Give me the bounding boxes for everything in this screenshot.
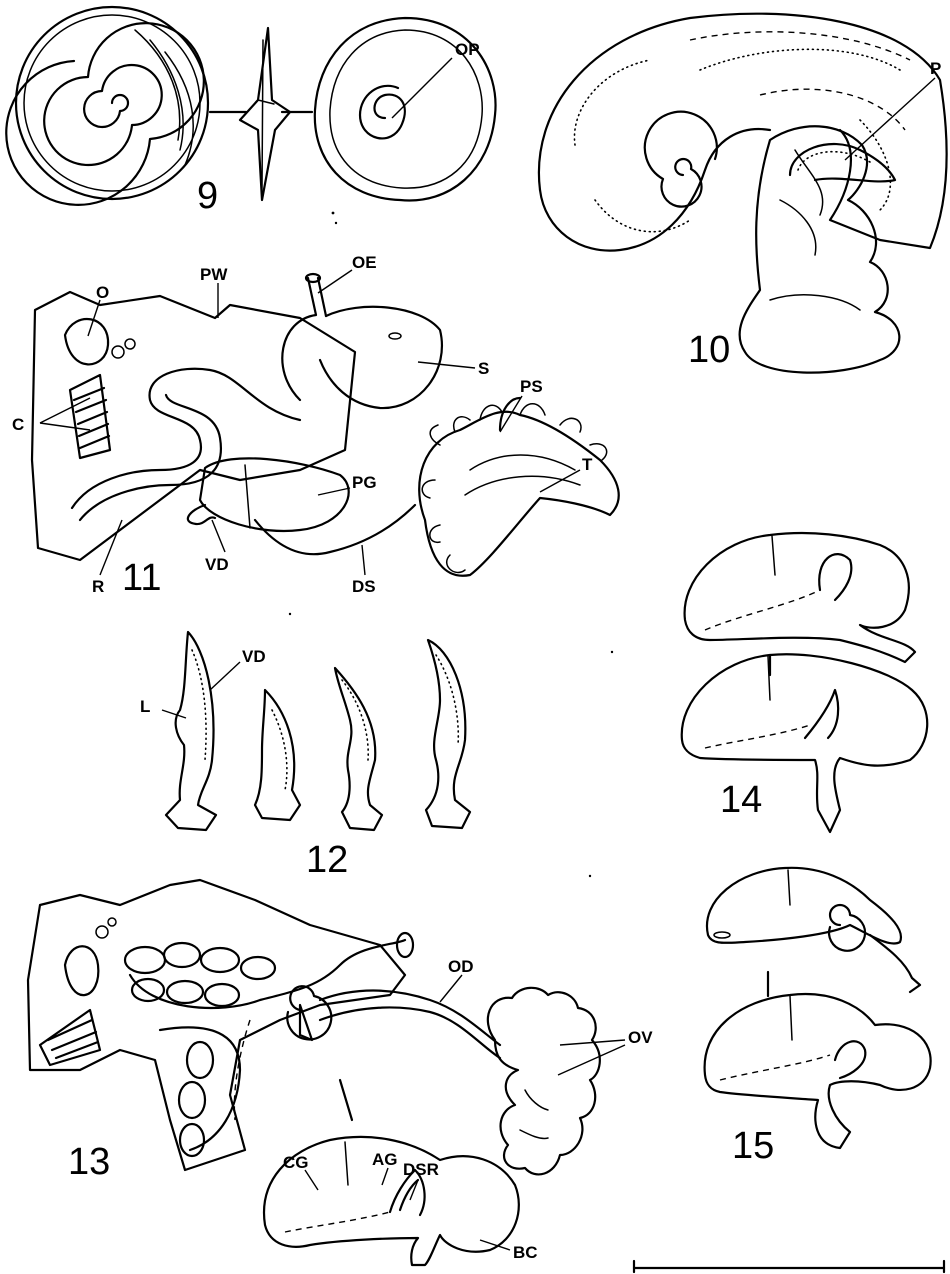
fig11-testis-t (419, 404, 619, 576)
fig13-ag-leader (382, 1168, 388, 1185)
fig13-ov-leader-2 (558, 1045, 625, 1075)
fig12-penis-1 (166, 632, 216, 830)
fig12-label-vd: VD (242, 647, 266, 666)
fig11-prostate-gland-pg (200, 458, 349, 531)
figure-9: OP 9 (6, 7, 495, 217)
fig11-r-leader (100, 520, 122, 575)
fig12-vd-leader (210, 662, 240, 690)
fig11-organ-o (65, 319, 108, 364)
fig11-comb-gill (70, 375, 110, 458)
fig11-label-pg: PG (352, 473, 377, 492)
fig13-label-bc: BC (513, 1243, 538, 1262)
fig13-cg-leader (305, 1170, 318, 1190)
fig11-oe-leader (318, 270, 352, 293)
fig9-label-op: OP (455, 40, 480, 59)
fig11-label-vd: VD (205, 555, 229, 574)
figure-14: 14 (682, 533, 927, 832)
fig11-rectum-r (72, 369, 300, 508)
scale-bar (634, 1261, 944, 1272)
fig13-ovary-ov (488, 988, 600, 1175)
fig10-spire-coil (645, 112, 717, 207)
fig11-label-ds: DS (352, 577, 376, 596)
fig9-op-leader (392, 58, 452, 118)
fig11-label-s: S (478, 359, 489, 378)
fig11-label-oe: OE (352, 253, 377, 272)
fig14-number: 14 (720, 779, 762, 821)
fig13-label-cg: CG (283, 1153, 309, 1172)
fig11-label-c: C (12, 415, 24, 434)
fig11-stomach-s (320, 307, 442, 408)
fig10-penis (790, 144, 895, 181)
figure-11: O PW OE S C PS PG T R VD DS 11 (12, 253, 619, 599)
fig12-penis-3 (335, 668, 382, 830)
fig11-ds-leader (362, 545, 365, 575)
fig13-comb-gill (40, 1010, 100, 1065)
fig11-o-leader (88, 300, 100, 336)
fig13-label-ag: AG (372, 1150, 398, 1169)
fig13-label-ov: OV (628, 1028, 653, 1047)
fig11-oesophagus-oe (282, 278, 326, 400)
fig13-od-leader (440, 975, 462, 1002)
fig11-vd-leader (212, 520, 225, 552)
fig10-label-p: P (930, 59, 941, 78)
fig11-number: 11 (122, 557, 161, 599)
fig10-body (740, 126, 900, 372)
fig12-label-l: L (140, 697, 150, 716)
fig11-vas-deferens-vd (188, 505, 215, 524)
fig11-pg-leader (318, 488, 350, 495)
figure-10: P 10 (539, 14, 947, 373)
figure-12: VD L 12 (140, 632, 470, 881)
fig11-label-pw: PW (200, 265, 228, 284)
fig11-label-t: T (582, 455, 593, 474)
fig14-sketch-lower (682, 654, 927, 832)
fig11-label-ps: PS (520, 377, 543, 396)
fig11-c-leader-2 (40, 423, 90, 430)
fig11-label-o: O (96, 283, 109, 302)
fig12-penis-2 (255, 690, 300, 820)
fig15-number: 15 (732, 1125, 774, 1167)
fig12-penis-4 (426, 640, 470, 828)
figure-15: 15 (705, 868, 931, 1167)
fig13-label-od: OD (448, 957, 474, 976)
fig13-egg-capsules (125, 943, 275, 1156)
fig13-connector (340, 1080, 352, 1120)
fig13-number: 13 (68, 1141, 110, 1183)
fig9-shell-apical-view (6, 7, 208, 205)
fig9-number: 9 (197, 175, 218, 217)
fig11-label-r: R (92, 577, 104, 596)
fig9-shell-lateral-view (240, 28, 290, 200)
fig13-label-dsr: DSR (403, 1160, 439, 1179)
fig10-p-leader (845, 78, 935, 160)
fig10-number: 10 (688, 329, 730, 371)
fig11-duct-ds (255, 505, 415, 554)
fig11-t-leader (540, 470, 580, 492)
fig11-s-leader (418, 362, 475, 368)
fig14-sketch-upper (685, 533, 915, 662)
fig13-mantle-outline (28, 880, 405, 1170)
fig12-number: 12 (306, 839, 348, 881)
fig15-sketch-upper (707, 868, 920, 992)
fig12-l-leader (162, 710, 186, 718)
